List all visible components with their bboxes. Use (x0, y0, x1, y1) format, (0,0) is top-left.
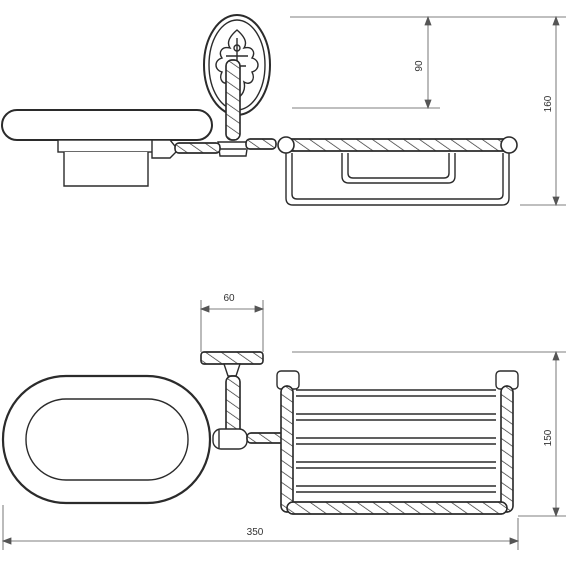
soap-dish-front (1, 109, 213, 187)
vertical-post-front (217, 59, 249, 157)
top-view (1, 351, 519, 515)
basket-top (276, 370, 519, 515)
dimension-160: 160 (543, 95, 554, 112)
front-dimensions (290, 15, 566, 207)
horizontal-arm-front (174, 138, 277, 154)
vertical-post-top (212, 375, 248, 450)
horizontal-arm-top (246, 432, 286, 444)
basket-front (277, 136, 518, 206)
wall-flange-top (200, 351, 264, 377)
top-dimensions (1, 300, 566, 550)
dimension-90: 90 (414, 60, 425, 72)
soap-dish-top (1, 374, 212, 505)
dimension-350: 350 (247, 527, 264, 538)
front-view (1, 14, 518, 206)
dimension-150: 150 (543, 429, 554, 446)
dimension-60: 60 (223, 293, 235, 304)
